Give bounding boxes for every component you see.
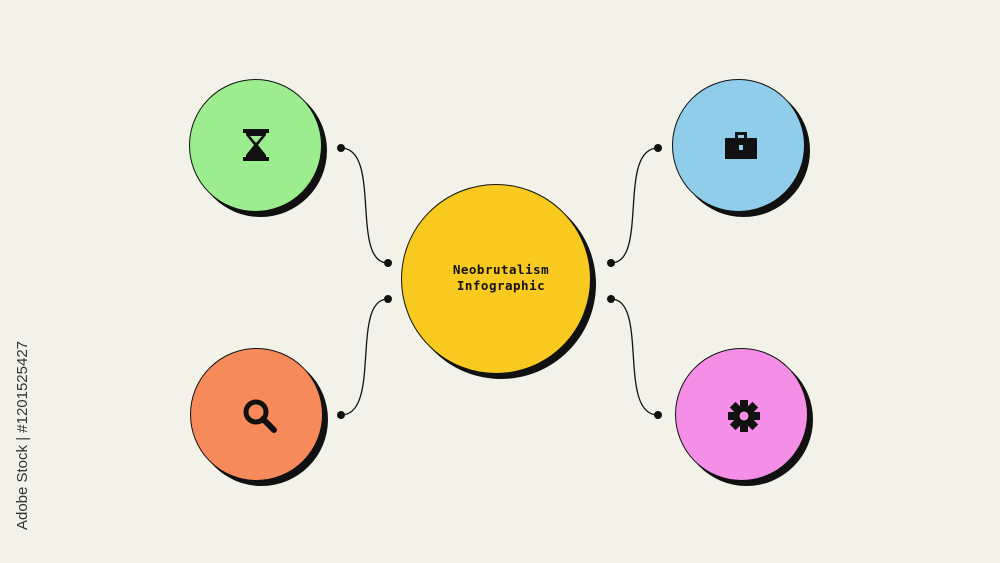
connector-dot (384, 295, 392, 303)
center-node (401, 184, 591, 374)
connector-dot (337, 144, 345, 152)
connector-top-right (610, 147, 659, 264)
hourglass-icon (240, 128, 272, 162)
node-search (190, 348, 323, 481)
title-line-2: Infographic (456, 278, 546, 293)
connector-dot (654, 144, 662, 152)
connector-bottom-left (340, 298, 389, 416)
connector-dot (654, 411, 662, 419)
title-line-1: Neobrutalism (452, 262, 550, 277)
gear-icon (726, 398, 762, 434)
connector-dot (607, 259, 615, 267)
infographic-title: Neobrutalism Infographic (401, 262, 601, 294)
stock-watermark: Adobe Stock | #1201525427 (8, 320, 38, 550)
connector-dot (607, 295, 615, 303)
connector-top-left (340, 147, 389, 264)
briefcase-icon (724, 129, 758, 161)
connector-dot (384, 259, 392, 267)
connector-dot (337, 411, 345, 419)
search-icon (242, 398, 278, 434)
stock-watermark-text: Adobe Stock | #1201525427 (14, 340, 32, 530)
connector-bottom-right (610, 298, 659, 416)
